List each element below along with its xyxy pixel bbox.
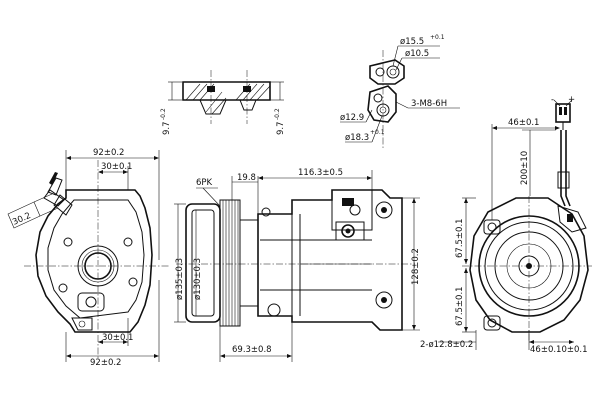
port-detail-view: ø15.5 +0.1 ø10.5 3-M8-6H ø12.9 ø18.3 +0.…	[340, 34, 460, 150]
belt-6pk-label: 6PK	[196, 178, 213, 188]
dia-10-5-label: ø10.5	[405, 49, 429, 59]
dim-67-5-top-label: 67.5±0.1	[455, 218, 465, 258]
flange-9-7-left-sup: -0.2	[160, 108, 167, 120]
dim-46-top-label: 46±0.1	[508, 118, 539, 128]
bottom-width-92-label: 92±0.2	[90, 358, 121, 368]
flange-hatching	[185, 83, 271, 115]
dia-135-label: ø135±0.3	[175, 258, 185, 300]
connector-minus-label: -	[551, 95, 554, 105]
flange-9-7-left-label: 9.7	[162, 121, 172, 135]
left-front-view: 30.2 92±0.2 30±0.1 92±0.2 30±0.1	[7, 148, 170, 368]
dim-19-8-label: 19.8	[237, 173, 256, 183]
dim-69-3-label: 69.3±0.8	[232, 345, 272, 355]
dim-46-bottom-label: 46±0.10±0.1	[530, 345, 588, 355]
electrical-connector-icon: - +	[551, 95, 575, 130]
thread-m8-label: 3-M8-6H	[411, 99, 447, 109]
flange-9-7-right-sup: -0.2	[274, 108, 281, 120]
dia-18-3-sup: +0.1	[370, 129, 385, 136]
angle-dimension: 30.2	[7, 193, 59, 229]
dim-116-3-label: 116.3±0.5	[298, 168, 343, 178]
dia-12-9-label: ø12.9	[340, 113, 364, 123]
top-width-30-label: 30±0.1	[101, 162, 132, 172]
dia-18-3-label: ø18.3	[345, 133, 369, 143]
center-side-view: 6PK 19.8 116.3±0.5 ø135±0.3 ø130±0.3 128…	[174, 168, 421, 362]
connector-plus-label: +	[568, 95, 575, 105]
top-width-92-label: 92±0.2	[93, 148, 124, 158]
holes-12-8-label: 2-ø12.8±0.2	[420, 340, 473, 350]
right-rear-view: - + 46±0.1 200±10 67.5±0.1 67.5±0.1	[420, 95, 592, 355]
dia-15-5-sup: +0.1	[430, 34, 445, 41]
flange-9-7-right-label: 9.7	[276, 121, 286, 135]
flange-section-view: 9.7 -0.2 9.7 -0.2	[160, 70, 286, 135]
dia-130-label: ø130±0.3	[193, 258, 203, 300]
height-128-label: 128±0.2	[411, 248, 421, 285]
hex-bolt-icon	[43, 172, 65, 207]
dim-67-5-bot-label: 67.5±0.1	[455, 286, 465, 326]
dia-15-5-label: ø15.5	[400, 37, 424, 47]
bottom-width-30-label: 30±0.1	[102, 333, 133, 343]
dim-200-label: 200±10	[520, 151, 530, 185]
angle-30-2-label: 30.2	[11, 211, 32, 228]
